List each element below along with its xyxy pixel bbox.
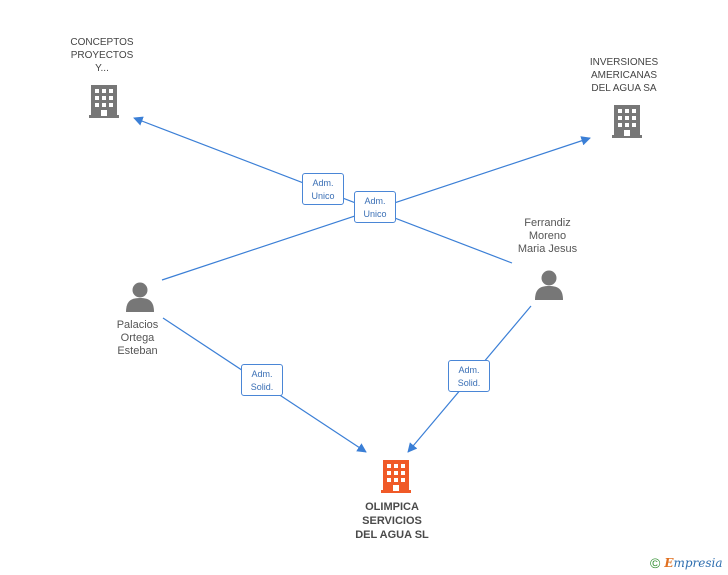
person-label-palacios[interactable]: Palacios Ortega Esteban — [116, 319, 159, 357]
company-label-inversiones[interactable]: INVERSIONES AMERICANAS DEL AGUA SA — [589, 57, 659, 94]
copyright-icon: © — [650, 555, 661, 571]
brand-logo[interactable]: © Empresia — [650, 555, 723, 571]
building-icon[interactable] — [381, 460, 411, 493]
company-label-conceptos[interactable]: CONCEPTOS PROYECTOS Y... — [70, 37, 134, 74]
brand-name: Empresia — [664, 556, 723, 570]
relation-badge: Adm. Solid. — [241, 364, 283, 396]
relation-badge: Adm. Unico — [354, 191, 396, 223]
building-icon[interactable] — [612, 105, 642, 138]
person-label-ferrandiz[interactable]: Ferrandiz Moreno Maria Jesus — [517, 217, 578, 255]
person-icon[interactable] — [535, 270, 563, 301]
building-icon[interactable] — [89, 85, 119, 118]
person-icon[interactable] — [126, 282, 154, 313]
relation-badge: Adm. Unico — [302, 173, 344, 205]
relation-badge: Adm. Solid. — [448, 360, 490, 392]
company-label-olimpica[interactable]: OLIMPICA SERVICIOS DEL AGUA SL — [355, 501, 429, 541]
